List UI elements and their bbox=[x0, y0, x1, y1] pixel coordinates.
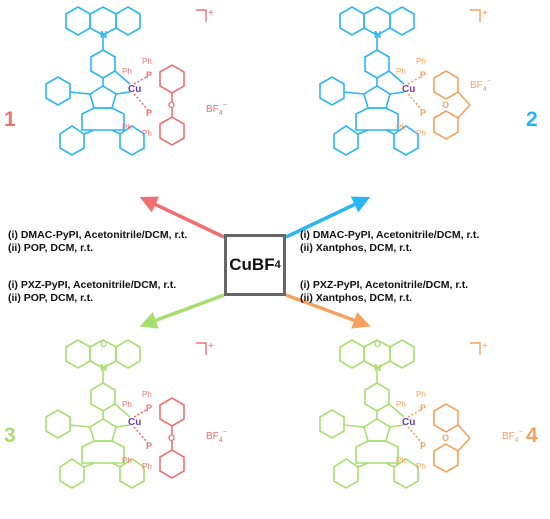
atom-n-label: N bbox=[374, 30, 381, 41]
counterion-label: BF4− bbox=[206, 102, 227, 117]
ph-label: Ph bbox=[396, 400, 406, 409]
p-label: P bbox=[420, 403, 426, 413]
metal-label: Cu bbox=[402, 417, 415, 428]
ph-label: Ph bbox=[416, 57, 426, 66]
atom-n-label: N bbox=[374, 363, 381, 374]
reagent-formula: CuBF bbox=[229, 255, 275, 274]
atom-o-label: O bbox=[100, 339, 107, 349]
ph-label: Ph bbox=[122, 400, 132, 409]
charge-label: + bbox=[482, 8, 488, 19]
conditions-bottom-right: (i) PXZ-PyPI, Acetonitrile/DCM, r.t. (ii… bbox=[300, 279, 468, 305]
metal-label: Cu bbox=[128, 84, 141, 95]
ph-label: Ph bbox=[122, 67, 132, 76]
atom-n-label: N bbox=[100, 363, 107, 374]
counterion-label: BF4− bbox=[502, 429, 523, 444]
ligand-structure bbox=[45, 339, 145, 489]
ligand-structure bbox=[45, 6, 145, 156]
oxygen-label: O bbox=[168, 100, 175, 110]
metal-label: Cu bbox=[402, 84, 415, 95]
complex-number: 3 bbox=[4, 424, 16, 447]
complex-number: 1 bbox=[4, 108, 16, 131]
charge-bracket bbox=[470, 342, 481, 355]
ph-label: Ph bbox=[416, 390, 426, 399]
ph-label: Ph bbox=[142, 57, 152, 66]
counterion-label: BF4− bbox=[206, 429, 227, 444]
charge-label: + bbox=[482, 341, 488, 352]
p-label: P bbox=[146, 108, 152, 118]
counterion-label: BF4− bbox=[470, 78, 491, 93]
charge-bracket bbox=[196, 342, 207, 355]
conditions-top-right: (i) DMAC-PyPI, Acetonitrile/DCM, r.t. (i… bbox=[300, 229, 479, 255]
complex-4: O N Cu O P P Ph Ph Ph Ph + BF4− bbox=[319, 339, 523, 489]
ph-label: Ph bbox=[416, 129, 426, 138]
ligand-structure bbox=[319, 339, 419, 489]
ph-label: Ph bbox=[142, 462, 152, 471]
ligand-structure bbox=[319, 6, 419, 156]
atom-n-label: N bbox=[100, 30, 107, 41]
phosphine-structure bbox=[133, 397, 185, 479]
ph-label: Ph bbox=[396, 456, 406, 465]
complex-number: 4 bbox=[526, 424, 538, 447]
metal-label: Cu bbox=[128, 417, 141, 428]
ph-label: Ph bbox=[416, 462, 426, 471]
conditions-bottom-left: (i) PXZ-PyPI, Acetonitrile/DCM, r.t. (ii… bbox=[8, 279, 176, 305]
p-label: P bbox=[420, 441, 426, 451]
oxygen-label: O bbox=[442, 433, 449, 443]
ph-label: Ph bbox=[396, 123, 406, 132]
complex-3: O N Cu O P P Ph Ph Ph Ph + BF4− bbox=[45, 339, 227, 489]
condition-step: (ii) POP, DCM, r.t. bbox=[8, 242, 93, 254]
charge-label: + bbox=[208, 8, 214, 19]
phosphine-structure bbox=[133, 64, 185, 146]
condition-step: (ii) POP, DCM, r.t. bbox=[8, 292, 93, 304]
reagent-subscript: 4 bbox=[274, 259, 281, 271]
arrow-to-complex-1 bbox=[139, 196, 225, 239]
atom-o-label: O bbox=[374, 339, 381, 349]
conditions-top-left: (i) DMAC-PyPI, Acetonitrile/DCM, r.t. (i… bbox=[8, 229, 187, 255]
complex-number: 2 bbox=[526, 108, 538, 131]
ph-label: Ph bbox=[396, 67, 406, 76]
p-label: P bbox=[420, 108, 426, 118]
charge-bracket bbox=[470, 9, 481, 22]
p-label: P bbox=[146, 403, 152, 413]
arrow-to-complex-2 bbox=[285, 196, 371, 239]
ph-label: Ph bbox=[142, 129, 152, 138]
oxygen-label: O bbox=[442, 100, 449, 110]
ph-label: Ph bbox=[122, 456, 132, 465]
condition-step: (i) DMAC-PyPI, Acetonitrile/DCM, r.t. bbox=[300, 229, 480, 241]
ph-label: Ph bbox=[122, 123, 132, 132]
phosphine-structure bbox=[407, 70, 471, 140]
ph-label: Ph bbox=[142, 390, 152, 399]
condition-step: (ii) Xantphos, DCM, r.t. bbox=[300, 242, 412, 254]
condition-step: (i) DMAC-PyPI, Acetonitrile/DCM, r.t. bbox=[8, 229, 188, 241]
condition-step: (i) PXZ-PyPI, Acetonitrile/DCM, r.t. bbox=[300, 279, 469, 291]
charge-bracket bbox=[196, 9, 207, 22]
complex-2: N Cu O P P Ph Ph Ph Ph + BF4− bbox=[319, 6, 491, 156]
p-label: P bbox=[146, 70, 152, 80]
p-label: P bbox=[146, 441, 152, 451]
condition-step: (ii) Xantphos, DCM, r.t. bbox=[300, 292, 412, 304]
arrow-to-complex-3 bbox=[139, 293, 225, 329]
oxygen-label: O bbox=[168, 433, 175, 443]
condition-step: (i) PXZ-PyPI, Acetonitrile/DCM, r.t. bbox=[8, 279, 177, 291]
arrow-to-complex-4 bbox=[285, 293, 371, 329]
complex-1: N Cu O P P Ph Ph Ph Ph + BF4− bbox=[45, 6, 227, 156]
charge-label: + bbox=[208, 341, 214, 352]
p-label: P bbox=[420, 70, 426, 80]
phosphine-structure bbox=[407, 403, 471, 473]
